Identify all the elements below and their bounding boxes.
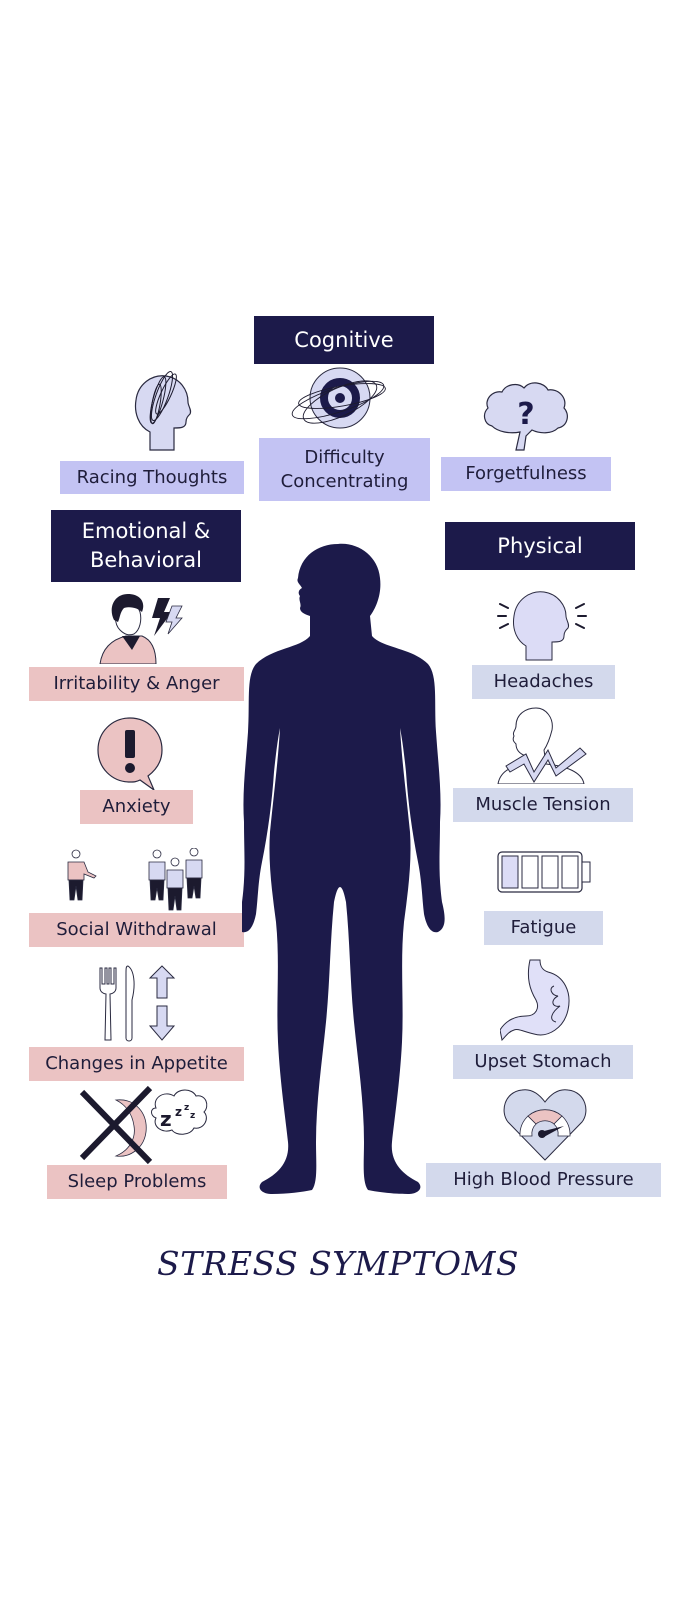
low-battery-icon: [497, 851, 591, 893]
symptom-label-changes-in-appetite: Changes in Appetite: [29, 1047, 244, 1081]
scribbled-head-icon: [134, 370, 192, 451]
human-silhouette: [242, 543, 445, 1194]
symptom-label-racing-thoughts: Racing Thoughts: [60, 461, 244, 494]
symptom-label-fatigue: Fatigue: [484, 911, 603, 945]
brain-question-icon: ?: [483, 382, 568, 451]
svg-text:z: z: [184, 1103, 189, 1113]
symptom-label-difficulty-concentrating: Difficulty Concentrating: [259, 438, 430, 501]
angry-person-lightning-icon: [99, 594, 183, 664]
heart-gauge-icon: [503, 1089, 587, 1161]
infographic-title: STRESS SYMPTOMS: [156, 1244, 520, 1283]
svg-text:?: ?: [517, 397, 534, 432]
neck-tension-zigzag-icon: [497, 707, 587, 784]
person-apart-from-group-icon: [67, 848, 203, 911]
aching-head-icon: [497, 591, 587, 661]
svg-text:z: z: [190, 1111, 195, 1121]
symptom-label-headaches: Headaches: [472, 665, 615, 699]
exclamation-speech-bubble-icon: [97, 717, 163, 792]
symptom-label-high-blood-pressure: High Blood Pressure: [426, 1163, 661, 1197]
symptom-label-upset-stomach: Upset Stomach: [453, 1045, 633, 1079]
crossed-moon-zzz-icon: z z z z: [79, 1086, 208, 1165]
symptom-label-irritability-anger: Irritability & Anger: [29, 667, 244, 701]
symptom-label-social-withdrawal: Social Withdrawal: [29, 913, 244, 947]
symptom-label-sleep-problems: Sleep Problems: [47, 1165, 227, 1199]
physical-heading: Physical: [445, 522, 635, 570]
symptom-label-muscle-tension: Muscle Tension: [453, 788, 633, 822]
symptom-label-forgetfulness: Forgetfulness: [441, 457, 611, 491]
scribbled-target-icon: [291, 367, 386, 429]
stomach-icon: [500, 959, 570, 1042]
svg-text:z: z: [160, 1107, 172, 1131]
emotional-behavioral-heading: Emotional & Behavioral: [51, 510, 241, 582]
cognitive-heading: Cognitive: [254, 316, 434, 364]
fork-knife-arrows-icon: [99, 965, 176, 1042]
symptom-label-anxiety: Anxiety: [80, 790, 193, 824]
svg-text:z: z: [175, 1105, 182, 1119]
